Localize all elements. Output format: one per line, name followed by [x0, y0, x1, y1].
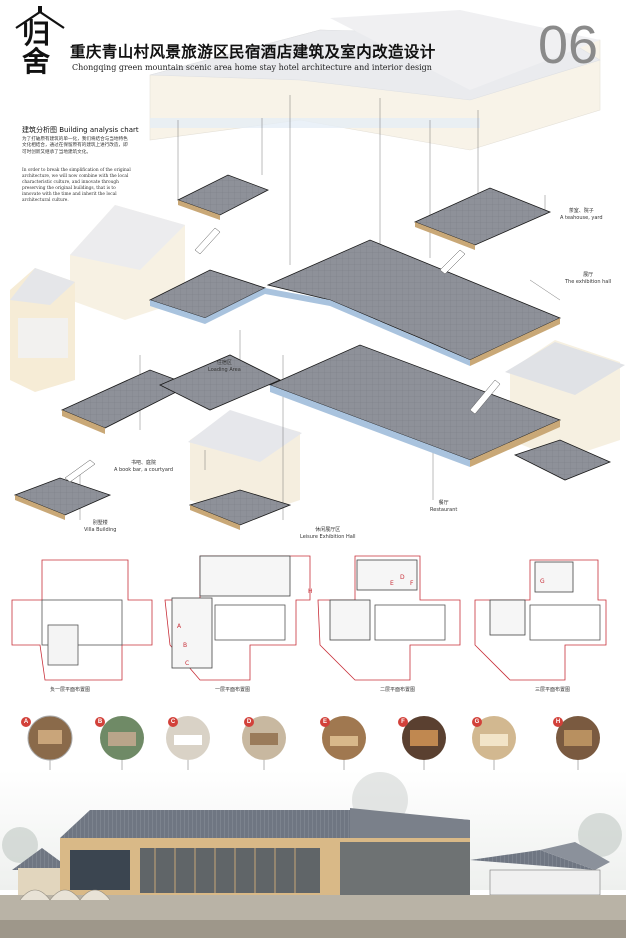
label-teahouse-en: A teahouse, yard: [560, 214, 603, 221]
photo-badge-c: C: [168, 717, 178, 727]
label-restaurant-cn: 餐厅: [438, 500, 449, 506]
label-loading-en: Loading Area: [208, 366, 241, 373]
floor-plans: [11, 555, 607, 681]
photo-thumbnails: [27, 715, 600, 761]
label-exhibition-cn: 展厅: [583, 272, 594, 278]
sheet-number: 06: [538, 15, 599, 75]
label-leisure: 休闲展厅区 Leisure Exhibition Hall: [300, 527, 356, 540]
label-villa-en: Villa Building: [84, 526, 117, 533]
photo-badge-g: G: [472, 717, 482, 727]
photo-badge-h: H: [553, 717, 563, 727]
analysis-text-cn: 为了打破原有建筑的单一化，我们将结合与当地特色文化相结合，通过在保留原有的建筑上…: [22, 137, 128, 155]
label-exhibition-en: The exhibition hall: [565, 278, 612, 285]
label-bookbar-cn: 书吧、庭院: [131, 460, 157, 466]
plan-mark-e: E: [390, 580, 394, 587]
plan-mark-d: D: [400, 574, 405, 581]
plan-mark-c: C: [185, 660, 190, 667]
photo-badge-d: D: [244, 717, 254, 727]
elevation-render: [0, 770, 626, 938]
label-bookbar-en: A book bar, a courtyard: [114, 466, 174, 473]
label-bookbar: 书吧、庭院 A book bar, a courtyard: [114, 460, 173, 473]
label-restaurant-en: Restaurant: [430, 506, 458, 513]
label-restaurant: 餐厅 Restaurant: [430, 500, 457, 513]
plan-mark-a: A: [177, 623, 182, 630]
logo-char-bottom: 舍: [22, 45, 51, 78]
page-title: 重庆青山村风景旅游区民宿酒店建筑及室内改造设计: [70, 43, 436, 61]
photo-badge-a: A: [21, 717, 31, 727]
plan-mark-b: B: [183, 642, 188, 649]
analysis-text-en: In order to break the simplification of …: [22, 168, 131, 203]
label-leisure-cn: 休闲展厅区: [315, 527, 341, 533]
label-loading: 住宿区 Loading Area: [208, 360, 241, 373]
photo-badge-f: F: [398, 717, 408, 727]
photo-badge-b: B: [95, 717, 105, 727]
page-subtitle: Chongqing green mountain scenic area hom…: [72, 63, 432, 72]
plan-label-second-floor: 二层平面布置图: [380, 687, 416, 693]
label-teahouse: 茶室、院子 A teahouse, yard: [560, 208, 603, 221]
ghost-buildings: [10, 10, 625, 520]
photo-badge-e: E: [320, 717, 330, 727]
label-villa-cn: 别墅楼: [92, 520, 108, 526]
label-exhibition: 展厅 The exhibition hall: [565, 272, 611, 285]
plan-label-third-floor: 三层平面布置图: [535, 687, 571, 693]
label-villa: 别墅楼 Villa Building: [84, 520, 116, 533]
plan-label-first-floor: 一层平面布置图: [215, 687, 251, 693]
plan-mark-h: H: [308, 588, 313, 595]
logo-mark: [15, 6, 65, 29]
label-teahouse-cn: 茶室、院子: [568, 208, 594, 214]
logo-char-top: 归: [22, 17, 51, 50]
plan-mark-f: F: [410, 580, 414, 587]
label-loading-cn: 住宿区: [216, 360, 232, 366]
plan-mark-g: G: [540, 578, 545, 585]
label-leisure-en: Leisure Exhibition Hall: [300, 533, 356, 540]
floor-slabs: [13, 174, 612, 530]
plan-label-basement: 负一层平面布置图: [50, 687, 91, 693]
analysis-title: 建筑分析图 Building analysis chart: [22, 126, 139, 134]
